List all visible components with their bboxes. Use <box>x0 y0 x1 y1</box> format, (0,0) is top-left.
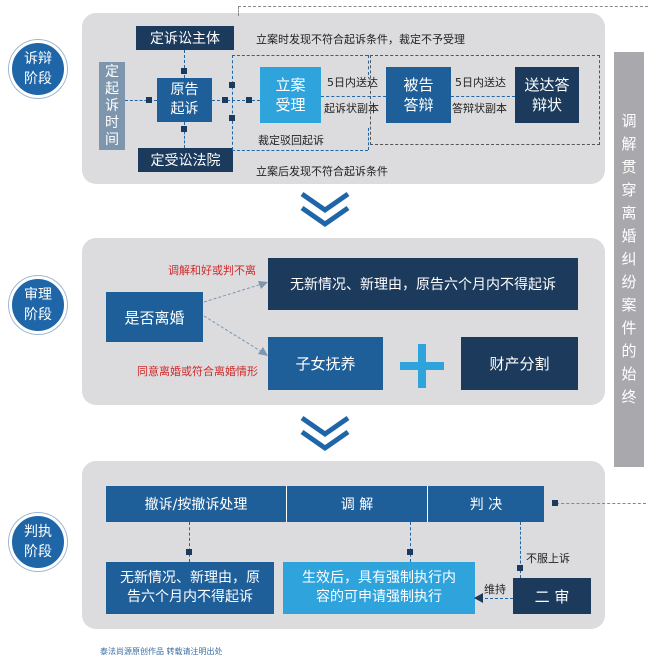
plus-icon <box>400 344 444 388</box>
uphold-label: 维持 <box>484 583 506 596</box>
withdraw-cell: 撤诉/按撤诉处理 <box>106 486 286 522</box>
filing-accept-box: 立案受理 <box>260 67 321 123</box>
branch-arrows <box>203 281 268 356</box>
loop-bottom-v <box>232 100 233 150</box>
loop-bottom-h <box>232 150 368 151</box>
chevron-down-icon-2 <box>300 415 350 452</box>
deliver-defense-text: 送达答辩状 <box>524 76 570 114</box>
define-court-text: 定受讼法院 <box>150 153 221 169</box>
conn-subject-plaintiff <box>184 50 185 78</box>
defendant-text: 被告答辩 <box>403 76 434 114</box>
dot-loop-bottom <box>229 115 235 121</box>
copy-a-label: 起诉状副本 <box>324 102 379 115</box>
dot-subject <box>181 68 187 74</box>
property-division-text: 财产分割 <box>489 355 550 373</box>
filing-accept-text: 立案受理 <box>275 76 306 114</box>
no-new-reason-box: 无新情况、新理由，原告六个月内不得起诉 <box>268 258 578 310</box>
deliver-defense-box: 送达答辩状 <box>515 67 579 123</box>
after-filing-label: 立案后发现不符合起诉条件 <box>256 165 388 178</box>
conn-second-enforce <box>475 598 513 599</box>
side-banner-text: 调解贯穿离婚纠纷案件的始终 <box>621 112 637 406</box>
plaintiff-sue-box: 原告起诉 <box>157 78 212 122</box>
plaintiff-sue-text: 原告起诉 <box>170 82 199 117</box>
define-court-box: 定受讼法院 <box>138 148 233 172</box>
agree-divorce-label: 同意离婚或符合离婚情形 <box>137 365 258 378</box>
side-banner: 调解贯穿离婚纠纷案件的始终 <box>614 52 644 467</box>
stage2-badge-label: 审理阶段 <box>24 287 52 323</box>
stage2-badge: 审理阶段 <box>9 276 67 334</box>
reject-filing-label: 立案时发现不符合起诉条件，裁定不予受理 <box>256 33 465 46</box>
conn-time-plaintiff <box>125 100 157 101</box>
banner-dash-top <box>238 6 648 7</box>
defense-frame <box>370 55 600 145</box>
define-subject-text: 定诉讼主体 <box>150 31 220 47</box>
mediate-text: 调 解 <box>340 497 374 513</box>
conn-filing-defendant <box>321 96 386 97</box>
chevron-down-icon <box>300 191 350 228</box>
dot-withdraw <box>186 549 192 555</box>
dot-court <box>181 126 187 132</box>
banner-dot-bottom <box>552 500 558 506</box>
arrow-left-icon <box>474 593 483 603</box>
property-division-box: 财产分割 <box>461 337 578 390</box>
days5-a-label: 5日内送达 <box>327 76 378 89</box>
banner-dash-bottom <box>556 503 646 504</box>
dot-plaintiff-right <box>222 97 228 103</box>
defendant-box: 被告答辩 <box>386 67 451 123</box>
mediate-cell: 调 解 <box>287 486 427 522</box>
define-subject-box: 定诉讼主体 <box>136 26 234 50</box>
second-instance-text: 二 审 <box>534 587 570 606</box>
bar-divider-2 <box>427 486 428 522</box>
stage1-badge-label: 诉辩阶段 <box>24 51 52 87</box>
dot-time <box>146 97 152 103</box>
no-new-reason-box-2: 无新情况、新理由，原告六个月内不得起诉 <box>106 562 274 614</box>
no-new-reason-text: 无新情况、新理由，原告六个月内不得起诉 <box>290 277 556 293</box>
no-new-reason-text-2: 无新情况、新理由，原告六个月内不得起诉 <box>120 570 260 605</box>
stage3-badge: 判执阶段 <box>9 513 67 571</box>
conn-plaintiff-court <box>184 122 185 148</box>
days5-b-label: 5日内送达 <box>455 76 506 89</box>
appeal-label: 不服上诉 <box>526 552 570 565</box>
dot-loop-top <box>229 82 235 88</box>
conn-withdraw-result <box>189 522 190 562</box>
define-time-text: 定起诉时间 <box>105 63 119 148</box>
enforce-box: 生效后，具有强制执行内容的可申请强制执行 <box>283 562 475 614</box>
copy-b-label: 答辩状副本 <box>452 102 507 115</box>
footer-credit: 泰法尚源原创作品 转载请注明出处 <box>100 647 223 656</box>
judge-text: 判 决 <box>469 497 503 513</box>
conn-mediate-enforce <box>410 522 411 562</box>
withdraw-text: 撤诉/按撤诉处理 <box>144 497 248 513</box>
bar-divider-1 <box>286 486 287 522</box>
dot-judge <box>517 565 523 571</box>
banner-dash-top-v <box>238 6 239 16</box>
conn-plaintiff-filing <box>212 100 260 101</box>
loop-top-right <box>368 55 369 75</box>
whether-divorce-text: 是否离婚 <box>124 308 185 327</box>
stage1-badge: 诉辩阶段 <box>9 40 67 98</box>
dismiss-label: 裁定驳回起诉 <box>258 134 324 147</box>
conn-judge-appeal <box>520 522 521 578</box>
child-custody-box: 子女抚养 <box>268 337 383 390</box>
whether-divorce-box: 是否离婚 <box>106 292 203 342</box>
dot-mediate <box>407 549 413 555</box>
second-instance-box: 二 审 <box>513 578 591 614</box>
judge-cell: 判 决 <box>428 486 544 522</box>
enforce-text: 生效后，具有强制执行内容的可申请强制执行 <box>302 570 456 605</box>
outcome-bar <box>106 486 544 522</box>
loop-bottom-right <box>368 128 369 150</box>
define-time-box: 定起诉时间 <box>99 62 125 150</box>
dot-filing-left <box>246 97 252 103</box>
loop-top-h <box>232 55 368 56</box>
child-custody-text: 子女抚养 <box>295 355 356 373</box>
conn-defendant-deliver <box>451 96 515 97</box>
reconcile-label: 调解和好或判不离 <box>168 264 256 277</box>
stage3-badge-label: 判执阶段 <box>24 524 52 560</box>
loop-top-v <box>232 55 233 100</box>
